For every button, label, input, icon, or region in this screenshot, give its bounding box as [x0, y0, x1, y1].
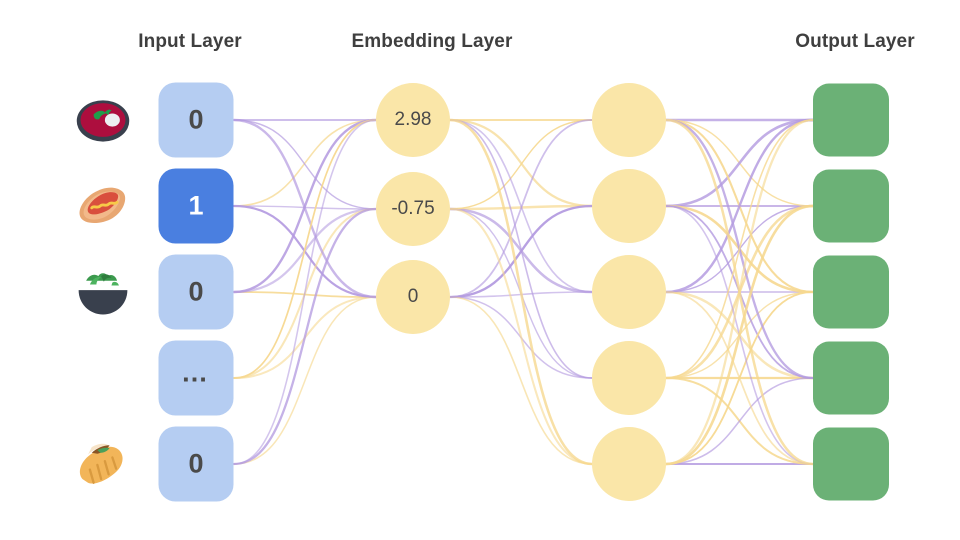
- embedding-layer-title: Embedding Layer: [351, 31, 513, 52]
- hot-dog-icon: [73, 176, 133, 236]
- output-node[interactable]: [813, 341, 889, 415]
- output-node[interactable]: [813, 427, 889, 501]
- output-node[interactable]: [813, 169, 889, 243]
- input-value-box[interactable]: 1: [158, 168, 234, 244]
- hidden-node[interactable]: [592, 427, 666, 501]
- embedding-node[interactable]: 2.98: [376, 83, 450, 157]
- hidden-node[interactable]: [592, 255, 666, 329]
- input-value-box[interactable]: 0: [158, 254, 234, 330]
- burrito-icon: [73, 434, 133, 494]
- stew-bowl-icon: [73, 90, 133, 150]
- input-value-box-ellipsis[interactable]: …: [158, 340, 234, 416]
- embedding-node[interactable]: 0: [376, 260, 450, 334]
- output-node[interactable]: [813, 255, 889, 329]
- input-value-box[interactable]: 0: [158, 426, 234, 502]
- output-node[interactable]: [813, 83, 889, 157]
- input-value-box[interactable]: 0: [158, 82, 234, 158]
- hidden-node[interactable]: [592, 169, 666, 243]
- hidden-node[interactable]: [592, 83, 666, 157]
- hidden-node[interactable]: [592, 341, 666, 415]
- output-layer-title: Output Layer: [795, 31, 915, 52]
- input-layer-title: Input Layer: [138, 31, 242, 52]
- embedding-node[interactable]: -0.75: [376, 172, 450, 246]
- green-salad-icon: [73, 262, 133, 322]
